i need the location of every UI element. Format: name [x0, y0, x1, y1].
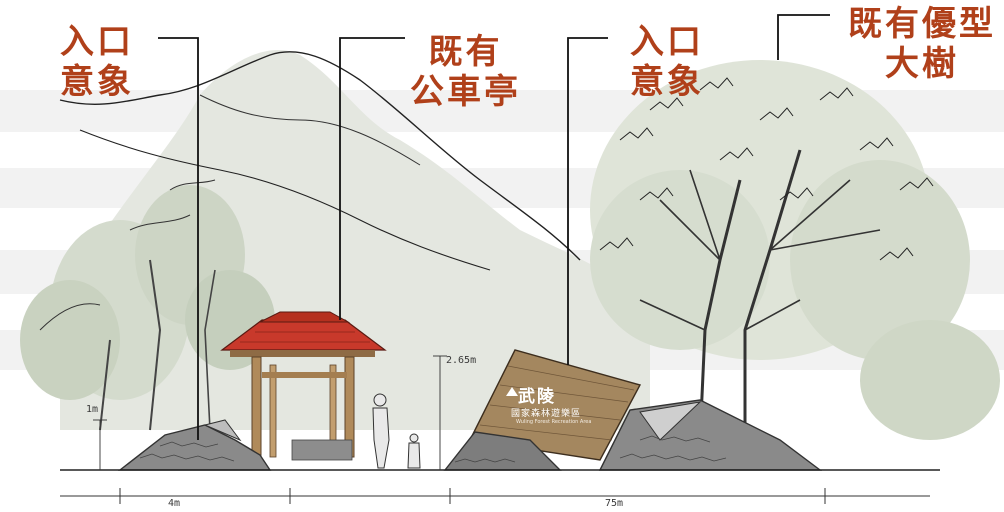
entrance-image-label-left: 入口 意象 [60, 22, 134, 102]
sign-emblem [506, 387, 518, 396]
dimension-height-sign: 2.65m [446, 355, 477, 366]
sign-subtitle: 國家森林遊樂區 [511, 409, 582, 419]
people-figures [372, 393, 421, 469]
label-line-1: 既有優型 [848, 4, 996, 44]
label-line-2: 大樹 [885, 44, 959, 84]
label-line-2: 意象 [60, 62, 134, 102]
dimension-width-right: 75m [605, 498, 624, 509]
leader-lines [158, 14, 830, 440]
dimension-height-small: 1m [86, 404, 99, 415]
label-line-2: 意象 [630, 62, 704, 102]
sign-title: 武陵 [518, 387, 556, 407]
existing-tree-label: 既有優型 大樹 [840, 4, 1004, 84]
existing-bus-shelter-label: 既有 公車亭 [410, 32, 521, 112]
existing-large-trees [590, 60, 1000, 441]
label-line-1: 入口 [630, 22, 704, 62]
entrance-image-label-right: 入口 意象 [630, 22, 704, 102]
sign-english: Wuling Forest Recreation Area [516, 419, 592, 425]
right-entrance-sign-feature [443, 349, 823, 471]
left-entrance-stone-base [117, 419, 272, 471]
ground-and-dimension-lines [60, 355, 940, 504]
label-line-1: 入口 [60, 22, 134, 62]
label-line-1: 既有 [428, 32, 503, 72]
bus-shelter [220, 311, 387, 461]
dimension-width-left: 4m [168, 498, 181, 509]
label-line-2: 公車亭 [410, 72, 521, 112]
